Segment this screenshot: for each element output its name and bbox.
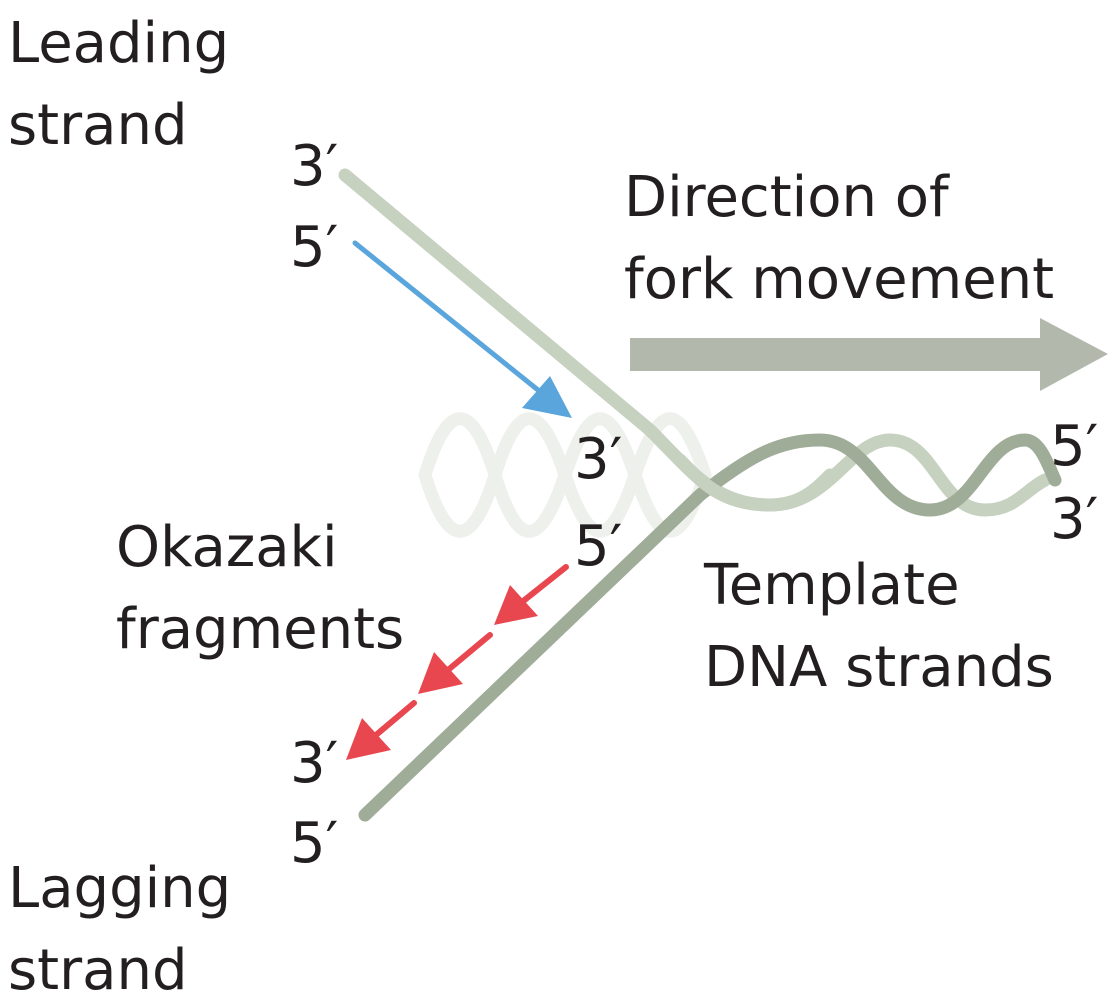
template-strand-upper-front [673,453,837,512]
end-label-okazaki-5: 5′ [574,514,622,579]
template-strand-lower [358,433,1062,822]
okazaki-arrowhead-1 [494,585,538,625]
direction-label-line1: Direction of [624,165,950,230]
leading-strand-label: Leading strand [8,11,247,158]
end-label-duplex-5: 5′ [1050,414,1098,479]
direction-label: Direction of fork movement [624,165,1054,312]
end-label-leading-new-3: 3′ [574,427,622,492]
okazaki-label-line2: fragments [116,597,404,662]
template-label: Template DNA strands [703,553,1054,700]
leading-strand-label-line2: strand [8,93,188,158]
end-label-leading-template-3: 3′ [290,134,338,199]
okazaki-arrowhead-3 [346,718,391,760]
end-label-lagging-3: 3′ [290,731,338,796]
template-label-line1: Template [703,553,960,618]
okazaki-label: Okazaki fragments [116,515,404,662]
end-label-leading-new-5: 5′ [290,215,338,280]
direction-label-line2: fork movement [624,247,1054,312]
lagging-strand-label-line1: Lagging [8,856,231,921]
okazaki-fragment-1 [519,564,569,605]
leading-arrowhead [522,376,572,418]
lagging-strand-label: Lagging strand [8,856,249,1002]
okazaki-arrowhead-2 [418,652,463,694]
end-label-lagging-5: 5′ [290,811,338,876]
end-label-duplex-3: 3′ [1050,487,1098,552]
okazaki-label-line1: Okazaki [116,515,338,580]
lagging-strand-label-line2: strand [8,938,188,1002]
leading-strand-label-line1: Leading [8,11,229,76]
leading-new-strand [352,240,572,418]
okazaki-fragment-3 [373,700,417,738]
fork-direction-arrow [630,318,1108,391]
okazaki-fragment-2 [445,632,493,673]
okazaki-fragments [346,564,569,760]
template-label-line2: DNA strands [704,635,1054,700]
faded-helix [418,412,712,538]
